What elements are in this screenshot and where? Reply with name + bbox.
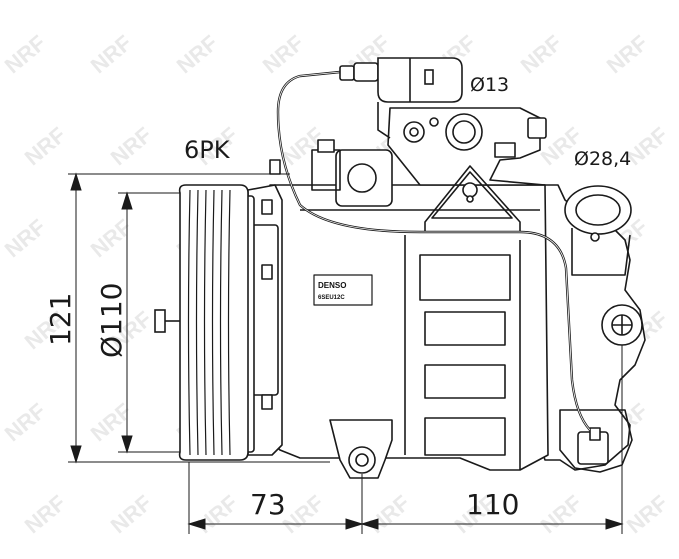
label-model: 6SEU12C [318, 295, 345, 301]
top-port-large-inner [452, 120, 476, 144]
dim-pulley-arrow-bottom [121, 435, 133, 454]
height-label: 121 [44, 293, 77, 346]
mount-bracket [424, 165, 521, 233]
watermark-logo: NRF [0, 398, 51, 446]
rear-port-inner [575, 194, 621, 226]
dim-front-arrow-right [345, 518, 364, 530]
port-hole [347, 163, 377, 193]
front-bolt [261, 199, 273, 215]
watermark-logo: NRF [258, 30, 309, 78]
watermark-logo: NRF [0, 214, 51, 262]
rear-port-bolt [590, 232, 600, 242]
pulley [154, 184, 255, 461]
watermark-logo: NRF [172, 30, 223, 78]
rear-port-collar [571, 228, 631, 276]
port-bolt [317, 139, 335, 153]
pulley-groove [187, 189, 191, 456]
electrical-harness [276, 57, 591, 431]
watermark-logo: NRF [364, 490, 415, 538]
watermark-logo: NRF [622, 490, 673, 538]
bracket-bolt [462, 182, 478, 198]
watermark-logo: NRF [86, 30, 137, 78]
connector-clip [377, 102, 391, 139]
pulley-groove [195, 189, 199, 456]
main-body [269, 184, 549, 471]
top-fitting [527, 117, 547, 139]
top-port-pin [429, 117, 439, 127]
cable-boot [339, 65, 355, 81]
watermark-logo: NRF [86, 214, 137, 262]
watermark-logo: NRF [192, 490, 243, 538]
connector-window [424, 69, 434, 85]
body-rib [424, 364, 506, 399]
compressor-body [247, 107, 646, 479]
rear-lug [559, 409, 633, 473]
pulley-nut [154, 309, 166, 333]
watermark-logo: NRF [106, 490, 157, 538]
front-bolt [269, 159, 281, 175]
watermark-logo: NRF [20, 490, 71, 538]
pulley-groove [227, 189, 231, 456]
dim-rear-arrow-left [360, 518, 379, 530]
belt-label: 6PK [184, 136, 231, 164]
label-plate [313, 274, 373, 306]
top-fitting [494, 142, 516, 158]
length-front-label: 73 [250, 488, 286, 521]
watermark-logo: NRF [536, 490, 587, 538]
cable-boot [353, 62, 379, 82]
front-bolt [261, 264, 273, 280]
connector-plug-tab [589, 427, 601, 441]
dim-front-arrow-left [187, 518, 206, 530]
dim-pulley-arrow-top [121, 191, 133, 210]
front-bolt [261, 394, 273, 410]
front-housing-plate [251, 224, 279, 396]
label-brand: DENSO [318, 281, 346, 290]
pulley-groove [219, 189, 223, 456]
length-rear-label: 110 [466, 488, 519, 521]
pulley-diameter-label: Ø110 [95, 283, 128, 358]
connector-housing [377, 57, 463, 103]
body-rib [424, 417, 506, 456]
watermark-logo: NRF [602, 30, 653, 78]
pulley-groove [203, 189, 207, 456]
watermark-logo: NRF [106, 122, 157, 170]
dim-rear-arrow-right [605, 518, 624, 530]
port-large-label: Ø28,4 [574, 148, 631, 170]
watermark-logo: NRF [0, 30, 51, 78]
watermark-logo: NRF [20, 122, 71, 170]
dimension-lines [68, 172, 624, 534]
dim-height-arrow-bottom [70, 445, 82, 464]
cable-top-inner [277, 71, 591, 431]
port-small-label: Ø13 [470, 74, 509, 96]
body-rib [424, 311, 506, 346]
bracket-bolt [466, 195, 474, 203]
pulley-groove [211, 189, 215, 456]
bottom-lug-hole-inner [355, 453, 369, 467]
top-port-small-inner [409, 127, 419, 137]
mount-bracket [431, 171, 513, 219]
dim-height-arrow-top [70, 172, 82, 191]
watermark-logo: NRF [516, 30, 567, 78]
pulley-grooves [187, 189, 231, 456]
body-rib [419, 254, 511, 301]
